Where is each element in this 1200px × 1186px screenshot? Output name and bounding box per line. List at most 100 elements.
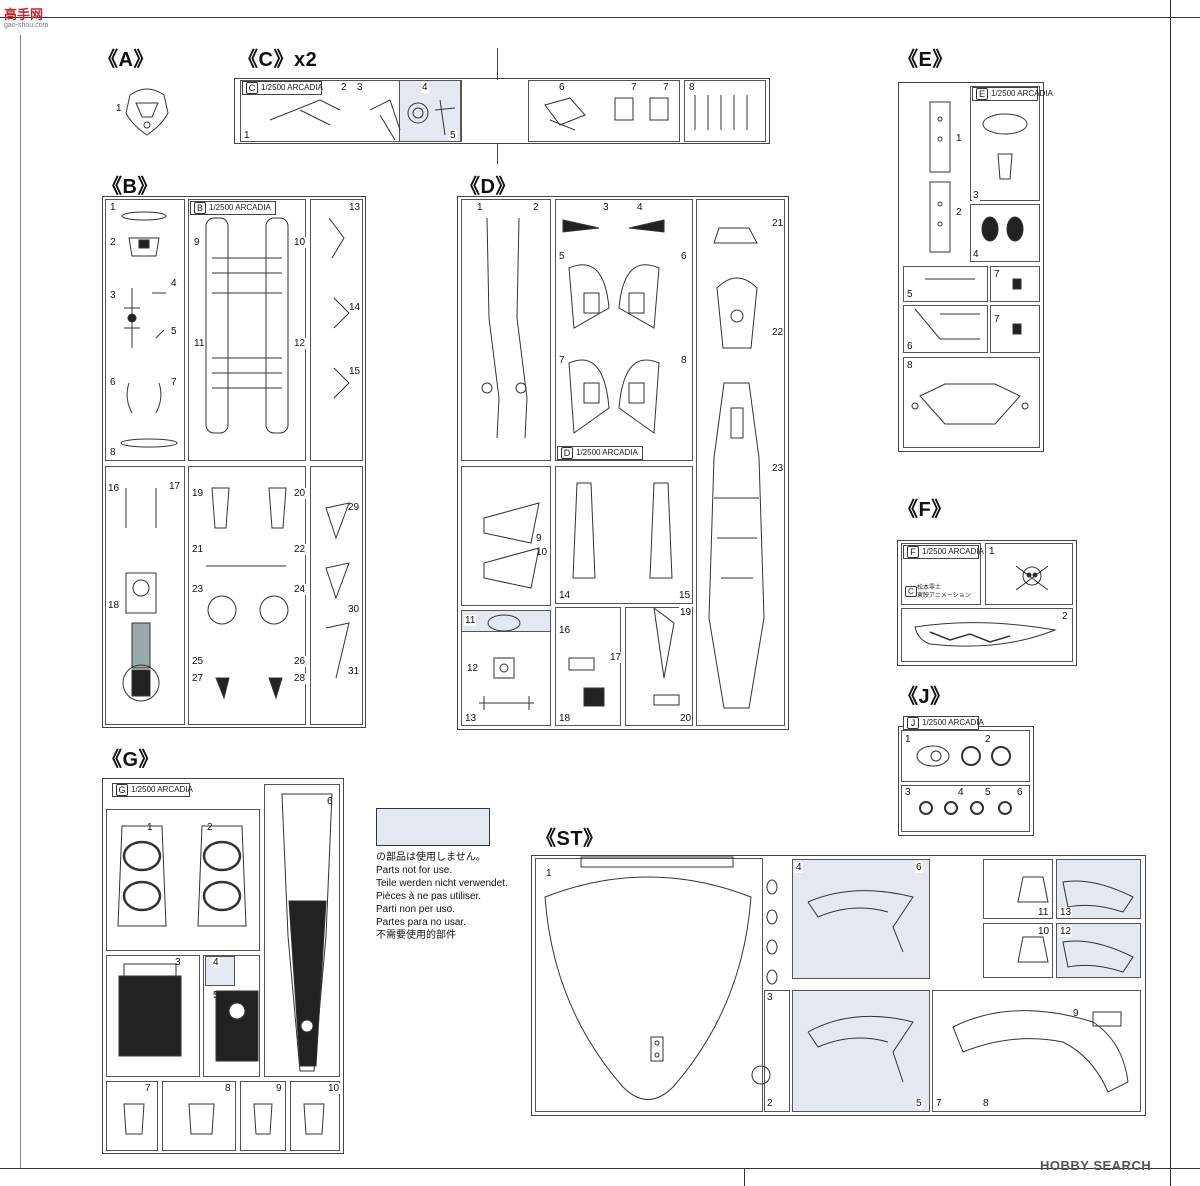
frame-mid-tick	[744, 1168, 745, 1186]
part-number: 19	[191, 488, 205, 499]
part-number: 2	[340, 82, 348, 93]
runner-g-bay-8	[162, 1081, 236, 1151]
runner-st-parts-illustration	[544, 856, 1134, 1100]
part-number: 8	[680, 355, 688, 366]
runner-st-bay-base	[535, 858, 763, 1112]
runner-g-bay-9	[240, 1081, 286, 1151]
runner-b-bay-left-bottom	[105, 466, 185, 725]
runner-st-bay-11	[983, 859, 1053, 919]
part-number: 1	[904, 734, 912, 745]
skull-emblem-illustration	[1015, 565, 1049, 591]
part-number: 11	[193, 338, 206, 349]
runner-st-bay-10	[983, 923, 1053, 978]
part-number: 4	[972, 249, 980, 260]
legend-line-es: Partes para no usar.	[376, 917, 467, 928]
runner-st-bay-4-5	[792, 990, 930, 1112]
part-number: 13	[1059, 907, 1073, 918]
part-number: 5	[558, 251, 566, 262]
runner-e-bay-7b	[990, 305, 1040, 353]
part-number: 6	[326, 796, 334, 807]
frame-left-line	[20, 35, 21, 1168]
part-number: 4	[957, 787, 965, 798]
runner-j-parts-illustration	[916, 745, 1012, 815]
part-number: 19	[679, 607, 693, 618]
part-number: 23	[771, 463, 785, 474]
legend-line-fr: Pièces à ne pas utiliser.	[376, 891, 482, 902]
part-number: 7	[935, 1098, 943, 1109]
hobby-search-watermark: HOBBY SEARCH	[1040, 1158, 1152, 1173]
part-number: 8	[109, 447, 117, 458]
part-number: 4	[795, 862, 803, 873]
legend-line-it: Parti non per uso.	[376, 904, 455, 915]
part-number: 15	[348, 366, 362, 377]
part-number: 1	[476, 202, 484, 213]
runner-st-bay-4-6	[792, 859, 930, 979]
part-number: 8	[982, 1098, 990, 1109]
part-number: 7	[630, 82, 638, 93]
part-number: 14	[348, 302, 362, 313]
runner-e-bay-8	[903, 357, 1040, 448]
runner-d-bay-towers	[555, 466, 693, 604]
part-number: 7	[993, 314, 1001, 325]
part-number: 11	[1037, 907, 1050, 918]
part-number: 3	[356, 82, 364, 93]
part-number: 10	[535, 547, 549, 558]
section-label-j: 《J》	[898, 686, 951, 708]
part-number: 2	[984, 734, 992, 745]
bridge-part-illustration	[125, 88, 169, 136]
runner-g-bay-6	[264, 784, 340, 1077]
runner-f-bay-title	[901, 543, 981, 605]
runner-f-copyright-letter: C	[905, 586, 917, 597]
runner-g-parts-illustration	[117, 793, 333, 1135]
part-number: 10	[1037, 926, 1051, 937]
part-number: 2	[109, 237, 117, 248]
part-number: 20	[679, 713, 693, 724]
runner-d-bay-fins	[461, 466, 551, 606]
runner-c-bay-left	[240, 80, 462, 142]
part-number: 7	[144, 1083, 152, 1094]
part-number: 21	[771, 218, 785, 229]
part-number: 3	[109, 290, 117, 301]
runner-c-bay-mid	[528, 80, 680, 142]
runner-j-bay-bottom	[901, 785, 1030, 832]
runner-b-bay-left-top	[105, 199, 185, 461]
runner-d-bay-small-b	[555, 607, 621, 726]
section-label-st: 《ST》	[536, 828, 604, 850]
part-number: 1	[955, 133, 963, 144]
runner-b-parts-illustration	[120, 211, 350, 702]
site-watermark-url: gao-shou.com	[4, 22, 49, 29]
part-number: 1	[109, 202, 117, 213]
runner-e-bay-1	[970, 86, 1040, 201]
unused-parts-swatch	[376, 808, 490, 846]
runner-f-bay-2	[901, 608, 1073, 662]
runner-b-bay-right-bottom	[310, 466, 363, 725]
part-number: 18	[107, 600, 121, 611]
runner-c-bay-right	[684, 80, 766, 142]
part-number: 9	[193, 237, 201, 248]
part-number: 1	[243, 130, 251, 141]
part-number: 5	[984, 787, 992, 798]
part-number: 3	[766, 992, 774, 1003]
part-number: 4	[421, 82, 429, 93]
runner-b-bay-mid-bottom	[188, 466, 306, 725]
part-number: 12	[293, 338, 307, 349]
part-number: 2	[1061, 611, 1069, 622]
runner-d-bay-long-parts	[461, 199, 551, 461]
runner-e-bay-4	[970, 204, 1040, 262]
runner-d-bay-small-c	[625, 607, 693, 726]
part-number: 6	[1016, 787, 1024, 798]
part-number: 20	[293, 488, 307, 499]
part-number: 15	[678, 590, 692, 601]
runner-e-bay-7a	[990, 266, 1040, 302]
runner-st-bay-3	[764, 990, 790, 1112]
part-number: 4	[170, 278, 178, 289]
runner-e	[898, 82, 1044, 452]
runner-st-bay-12	[1056, 923, 1141, 978]
part-number: 2	[766, 1098, 774, 1109]
part-number: 1	[545, 868, 553, 879]
part-number: 29	[347, 502, 361, 513]
